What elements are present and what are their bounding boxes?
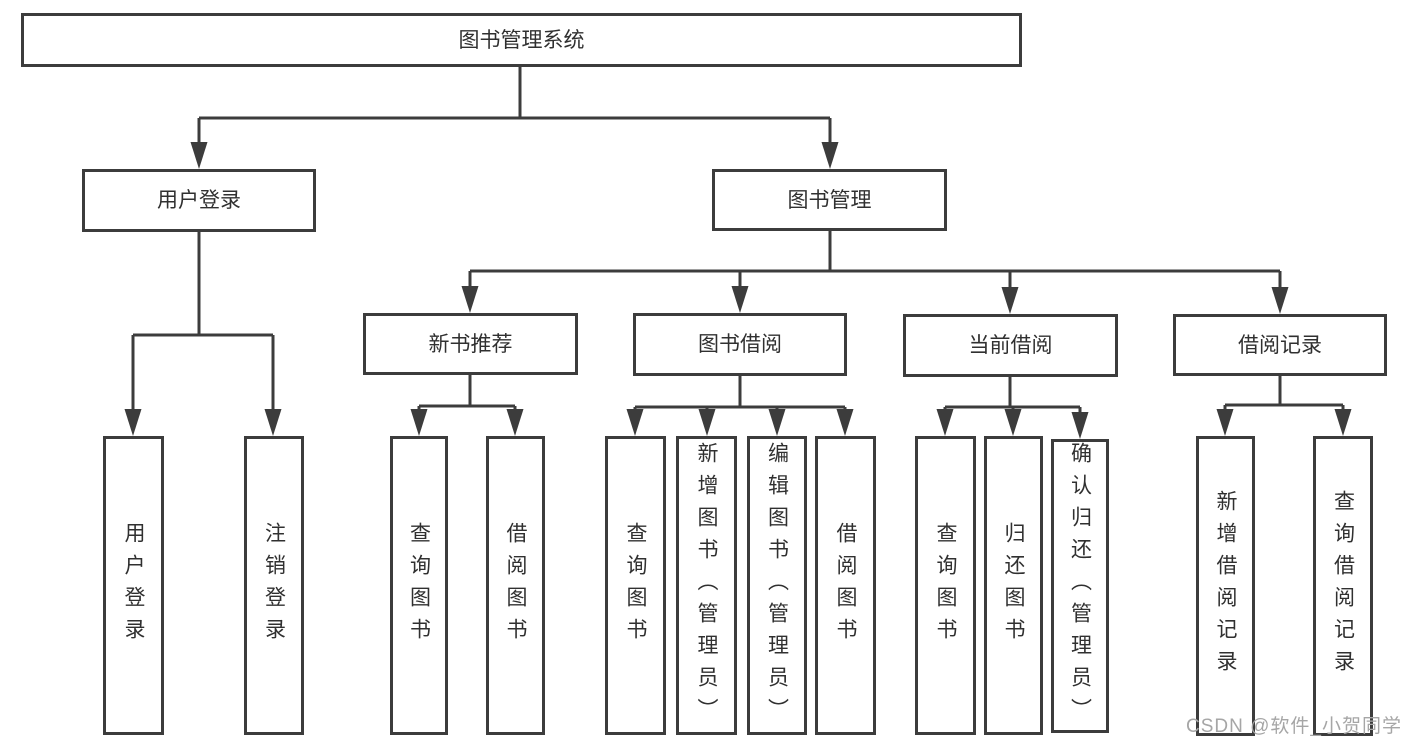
leaf-add-borrow-record: 新增借阅记录 <box>1196 436 1255 736</box>
node-current-borrowing: 当前借阅 <box>903 314 1118 377</box>
connector-user-login-group <box>131 232 275 413</box>
arrowheads-book-borrow-group <box>626 409 854 436</box>
arrowheads-current-borrow-group <box>936 409 1089 439</box>
leaf-query-borrow-record: 查询借阅记录 <box>1313 436 1373 736</box>
connector-new-book-group <box>417 375 517 413</box>
node-new-book-recommend: 新书推荐 <box>363 313 578 375</box>
node-borrowing-records: 借阅记录 <box>1173 314 1387 376</box>
connector-borrow-records-group <box>1223 376 1345 413</box>
watermark: CSDN @软件_小贺同学 <box>1186 716 1402 737</box>
leaf-query-books-recommend: 查询图书 <box>390 436 448 735</box>
arrowheads-borrow-records-group <box>1216 409 1352 436</box>
arrowheads-level2 <box>190 142 839 169</box>
arrowheads-user-login-group <box>124 409 282 436</box>
leaf-confirm-return-admin: 确认归还（管理员） <box>1051 439 1109 733</box>
connector-root-to-level2 <box>197 67 832 146</box>
node-book-borrowing: 图书借阅 <box>633 313 847 376</box>
leaf-query-books-borrowing: 查询图书 <box>605 436 666 735</box>
leaf-add-books-admin: 新增图书（管理员） <box>676 436 737 735</box>
leaf-edit-books-admin: 编辑图书（管理员） <box>747 436 807 735</box>
leaf-query-books-current: 查询图书 <box>915 436 976 735</box>
connector-current-borrow-group <box>943 377 1082 415</box>
node-book-management: 图书管理 <box>712 169 947 231</box>
arrowheads-level3 <box>461 286 1289 314</box>
connector-book-mgmt-to-level3 <box>468 231 1282 292</box>
leaf-logout: 注销登录 <box>244 436 304 735</box>
leaf-borrow-books-recommend: 借阅图书 <box>486 436 545 735</box>
connector-book-borrow-group <box>633 376 847 413</box>
node-book-management-system: 图书管理系统 <box>21 13 1022 67</box>
arrowheads-new-book-group <box>410 409 524 436</box>
leaf-borrow-books: 借阅图书 <box>815 436 876 735</box>
leaf-return-books: 归还图书 <box>984 436 1043 735</box>
leaf-user-login: 用户登录 <box>103 436 164 735</box>
node-user-login: 用户登录 <box>82 169 316 232</box>
